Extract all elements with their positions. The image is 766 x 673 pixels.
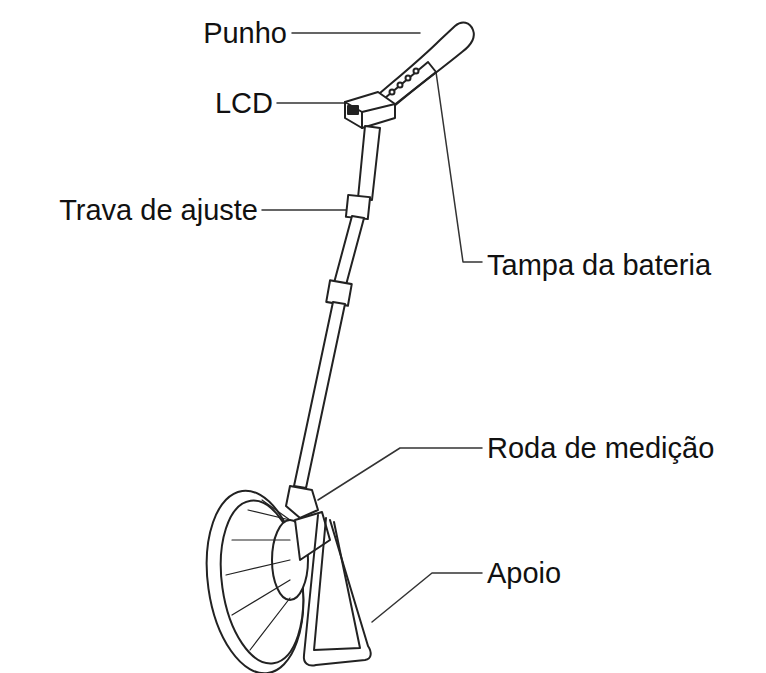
lock-label: Trava de ajuste	[59, 193, 258, 227]
measuring-wheel	[196, 484, 330, 673]
stand	[304, 515, 371, 666]
lcd-label: LCD	[215, 86, 273, 120]
handle-label: Punho	[203, 16, 287, 50]
shaft	[286, 126, 380, 518]
stand-label: Apoio	[487, 556, 561, 590]
lcd-display	[345, 92, 395, 128]
battery-cover-label: Tampa da bateria	[487, 248, 711, 282]
wheel-label: Roda de medição	[487, 431, 714, 465]
handle	[372, 23, 474, 108]
leader-lines	[262, 33, 482, 622]
